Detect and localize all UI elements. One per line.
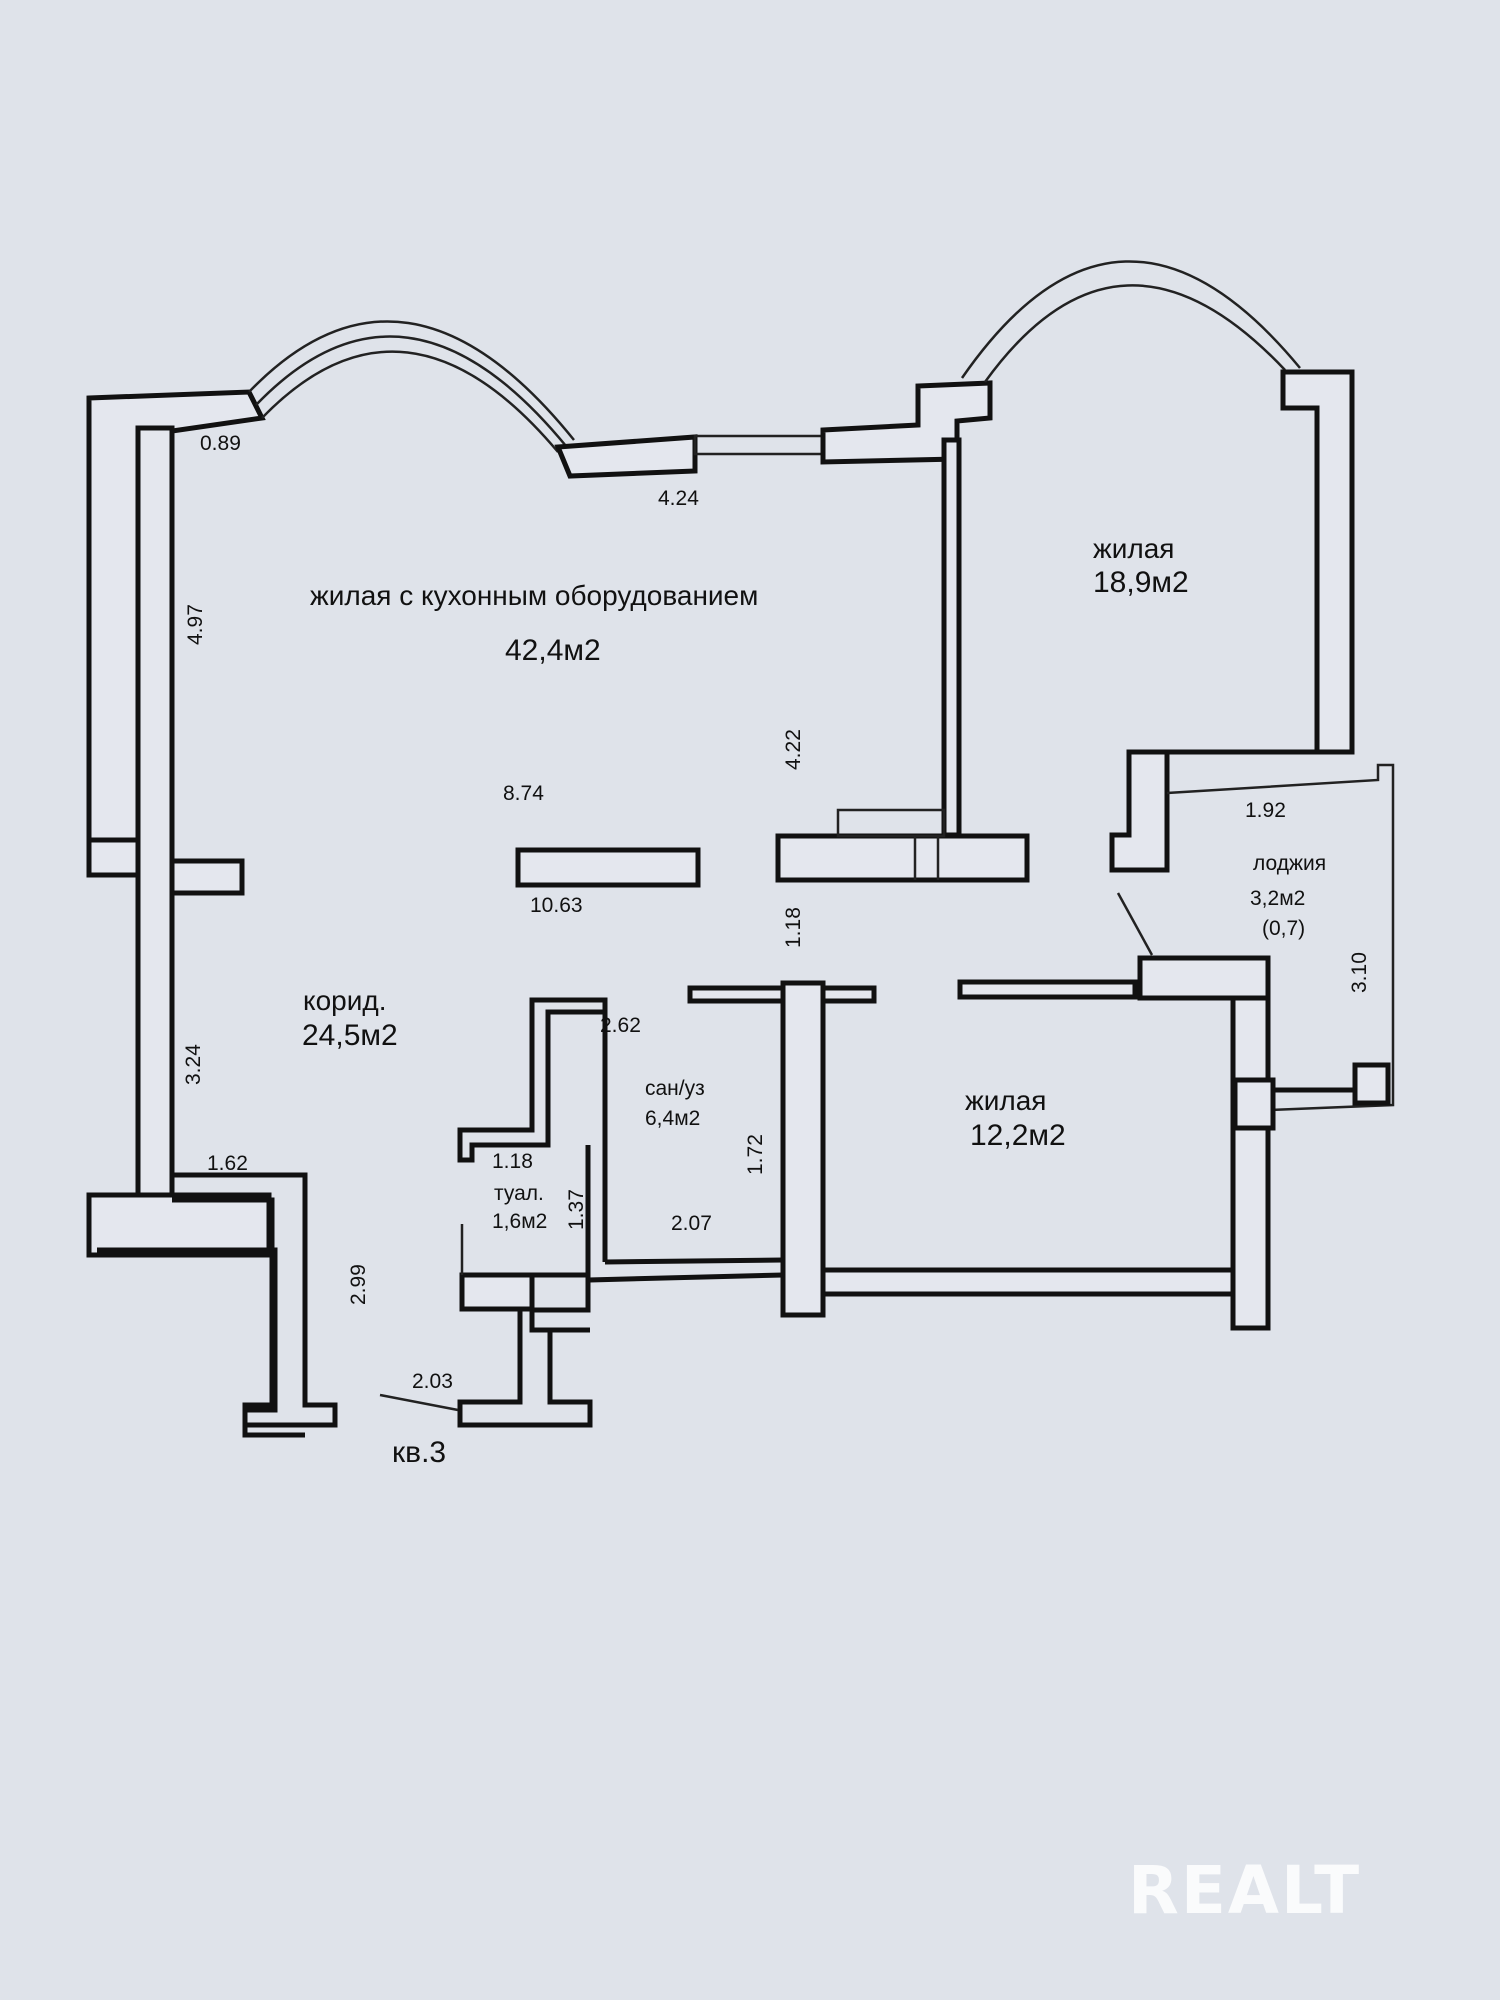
wall-left [135, 425, 175, 1221]
wall-bedroom2-right [1230, 995, 1271, 1331]
room-name: жилая [965, 1085, 1046, 1116]
bay-window-arc-outer [248, 320, 575, 441]
dimension: 4.22 [782, 729, 805, 770]
realt-watermark-logo: REALT [1128, 1852, 1362, 1929]
wall-toilet-bottom [459, 1272, 535, 1312]
stove [836, 808, 946, 838]
loggia-outline [1166, 763, 1395, 1112]
wall-bedroom-right [1109, 369, 1355, 873]
wall-bathroom [457, 997, 608, 1262]
wall-bedroom2-bottom [820, 1267, 1236, 1297]
dimension: 3.10 [1348, 952, 1371, 993]
wall-partition [941, 437, 962, 838]
dimension: 1.92 [1245, 799, 1286, 822]
dimension: 8.74 [503, 782, 544, 805]
bay-window-arc2-inner [983, 284, 1286, 383]
room-area: 12,2м2 [970, 1119, 1066, 1152]
window-top [693, 434, 825, 456]
dimension: 3.24 [182, 1044, 205, 1085]
room-name: сан/уз [645, 1077, 705, 1100]
loggia-pier [1352, 1062, 1391, 1106]
wall-corridor-stub [169, 858, 245, 896]
room-area: 3,2м2 [1250, 887, 1305, 910]
walls [86, 260, 1395, 1438]
dimension: 1.18 [782, 907, 805, 948]
room-area: 6,4м2 [645, 1107, 700, 1130]
dimension: 2.99 [347, 1264, 370, 1305]
dimension: 1.72 [744, 1134, 767, 1175]
wall-top-left [86, 389, 266, 843]
dimension: 10.63 [530, 894, 583, 917]
room-name: жилая [1093, 533, 1174, 564]
dimension: 2.07 [671, 1212, 712, 1235]
wall-stub-bedroom-top [957, 979, 1138, 1000]
entrance-door [379, 1393, 459, 1412]
room-area: 42,4м2 [505, 634, 601, 667]
room-area: 18,9м2 [1093, 566, 1189, 599]
room-name: корид. [303, 985, 386, 1016]
room-name: туал. [494, 1182, 544, 1205]
labels: жилая с кухонным оборудованием 42,4м2 жи… [182, 432, 1371, 1469]
apartment-number: кв.3 [392, 1436, 446, 1469]
kitchen-island [515, 847, 701, 888]
wall-left-stub [86, 837, 141, 878]
dimension: 2.62 [600, 1014, 641, 1037]
room-name: лоджия [1253, 852, 1326, 875]
wall-loggia-block [1137, 955, 1271, 1001]
bay-window-glazing [255, 335, 567, 447]
bay-window-arc2-outer [960, 260, 1301, 379]
room-extra: (0,7) [1262, 917, 1305, 940]
dimension: 1.18 [492, 1150, 533, 1173]
loggia-door [1116, 892, 1154, 956]
room-name: жилая с кухонным оборудованием [310, 580, 758, 611]
dimension: 1.37 [565, 1189, 588, 1230]
bay-window-arc-inner [261, 350, 559, 453]
column [780, 980, 826, 1318]
room-area: 24,5м2 [302, 1019, 398, 1052]
dimension: 4.97 [184, 604, 207, 645]
wall-top-right [820, 380, 993, 465]
dimension: 1.62 [207, 1152, 248, 1175]
window-pier [1232, 1077, 1276, 1131]
dimension: 0.89 [200, 432, 241, 455]
room-area: 1,6м2 [492, 1210, 547, 1233]
dimension: 2.03 [412, 1370, 453, 1393]
kitchen-counter [775, 833, 1030, 883]
wall-left-bottom [86, 1192, 272, 1258]
wall-top-middle [554, 434, 698, 479]
dimension: 4.24 [658, 487, 699, 510]
